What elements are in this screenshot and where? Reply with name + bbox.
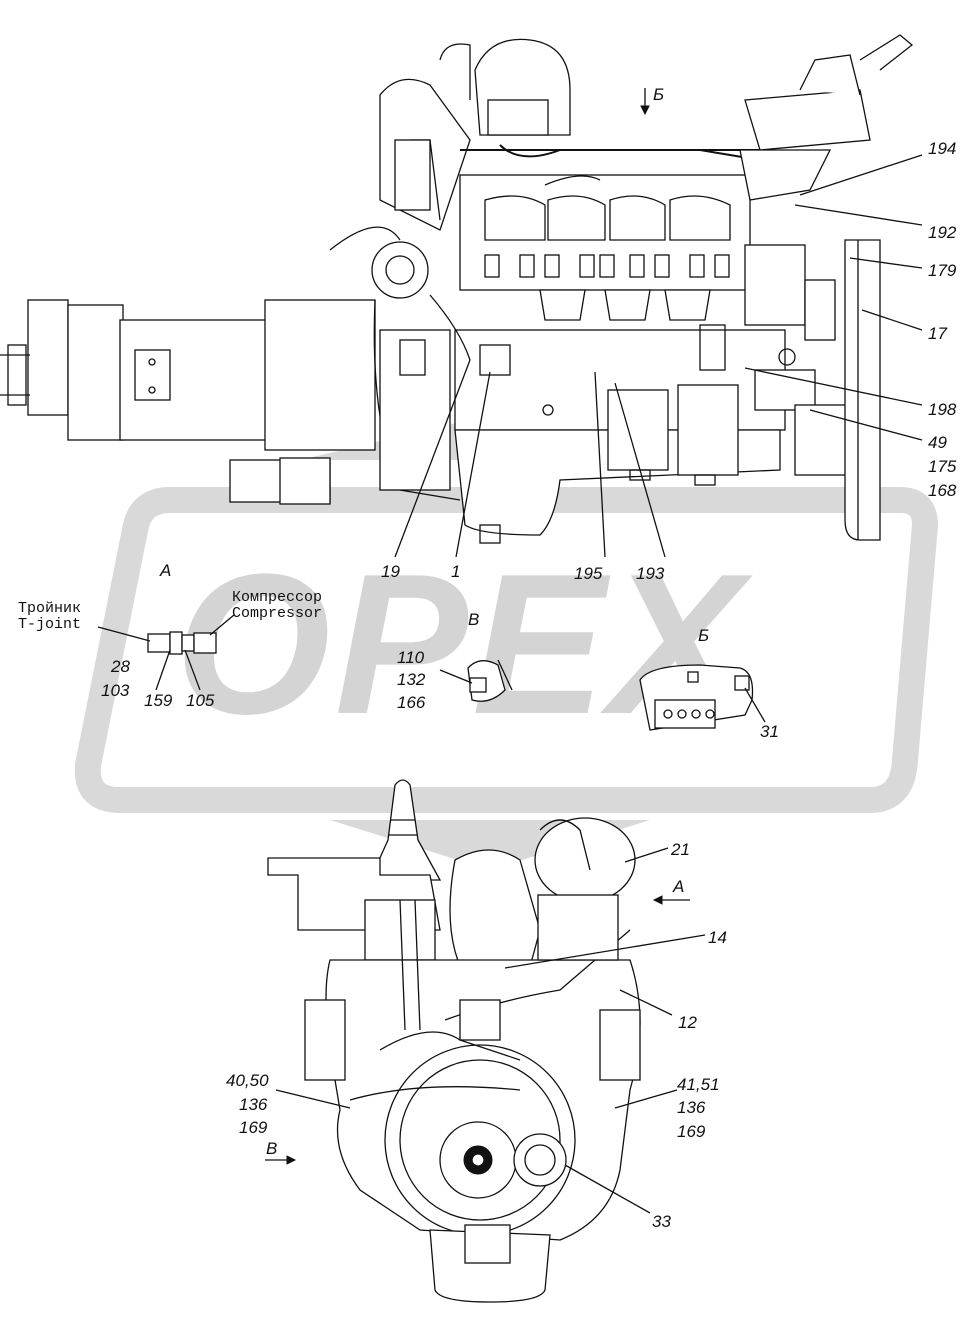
- compressor-label-ru: Компрессор: [232, 589, 323, 606]
- callout-169-left: 169: [239, 1118, 268, 1137]
- callout-19: 19: [381, 562, 400, 581]
- tee-label-ru: Тройник: [18, 600, 82, 617]
- callout-159: 159: [144, 691, 173, 710]
- callout-14: 14: [708, 928, 727, 947]
- detail-v-title: В: [468, 610, 480, 629]
- callout-31: 31: [760, 722, 779, 741]
- callout-136-left: 136: [239, 1095, 268, 1114]
- callout-28: 28: [111, 657, 130, 676]
- view-a-arrow-label: А: [673, 877, 685, 896]
- callout-193: 193: [636, 564, 665, 583]
- detail-a-title: А: [160, 561, 172, 580]
- callout-41-51: 41,51: [677, 1075, 720, 1094]
- callout-195: 195: [574, 564, 603, 583]
- callout-198: 198: [928, 400, 957, 419]
- callout-136-right: 136: [677, 1098, 706, 1117]
- callout-179: 179: [928, 261, 957, 280]
- tee-label-en: T-joint: [18, 616, 82, 633]
- callout-21: 21: [671, 840, 690, 859]
- callout-33: 33: [652, 1212, 671, 1231]
- callout-194: 194: [928, 139, 957, 158]
- view-v-arrow-label: В: [266, 1139, 278, 1158]
- compressor-label-en: Compressor: [232, 605, 323, 622]
- callout-166: 166: [397, 693, 426, 712]
- callout-175: 175: [928, 457, 957, 476]
- callout-132: 132: [397, 670, 426, 689]
- callout-168: 168: [928, 481, 957, 500]
- callout-49: 49: [928, 433, 947, 452]
- callout-17: 17: [928, 324, 947, 343]
- callout-105: 105: [186, 691, 215, 710]
- callout-169-right: 169: [677, 1122, 706, 1141]
- callout-103: 103: [101, 681, 130, 700]
- callout-40-50: 40,50: [226, 1071, 269, 1090]
- callout-12: 12: [678, 1013, 697, 1032]
- callout-110: 110: [397, 648, 425, 667]
- detail-b-title: Б: [698, 626, 710, 645]
- callout-192: 192: [928, 223, 957, 242]
- view-b-arrow-label: Б: [653, 85, 665, 104]
- callout-1: 1: [451, 562, 461, 581]
